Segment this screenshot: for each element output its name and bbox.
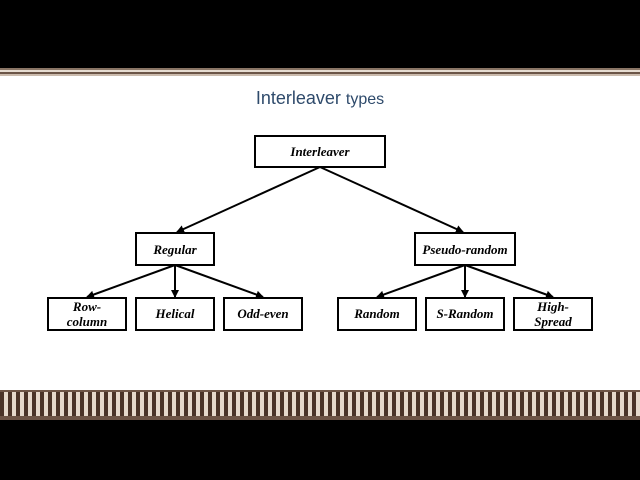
arrow-root-to-pseudo-random (319, 166, 464, 233)
arrow-regular-to-odd-even (174, 264, 264, 299)
slide-title-main: Interleaver (255, 88, 341, 108)
arrow-regular-to-row-column (86, 264, 176, 299)
node-random-label: Random (353, 306, 400, 321)
slide-body (0, 76, 640, 390)
node-helical-label: Helical (155, 306, 195, 321)
node-s-random: S-Random (425, 297, 505, 331)
node-regular: Regular (135, 232, 215, 266)
node-high-spread: High- Spread (513, 297, 593, 331)
arrow-root-to-regular (176, 166, 321, 233)
node-interleaver: Interleaver (254, 135, 386, 168)
bottom-decorative-band (0, 390, 640, 420)
node-row-column-label-line1: Row- (72, 299, 101, 314)
node-interleaver-label: Interleaver (289, 144, 350, 159)
node-random: Random (337, 297, 417, 331)
node-pseudo-random-label: Pseudo-random (422, 242, 507, 257)
node-row-column-label-line2: column (67, 314, 107, 329)
connectors (86, 166, 554, 299)
node-regular-label: Regular (152, 242, 197, 257)
node-pseudo-random: Pseudo-random (414, 232, 516, 266)
arrow-pseudo-random-to-random (376, 264, 466, 299)
arrow-pseudo-random-to-high-spread (464, 264, 554, 299)
slide-title-rest: types (345, 91, 385, 108)
node-odd-even-label: Odd-even (237, 306, 288, 321)
node-s-random-label: S-Random (436, 306, 493, 321)
node-high-spread-label-line1: High- (536, 299, 569, 314)
node-odd-even: Odd-even (223, 297, 303, 331)
node-row-column: Row- column (47, 297, 127, 331)
slide-title: Interleaver types (0, 88, 640, 109)
top-decorative-band (0, 68, 640, 76)
node-helical: Helical (135, 297, 215, 331)
node-high-spread-label-line2: Spread (534, 314, 572, 329)
